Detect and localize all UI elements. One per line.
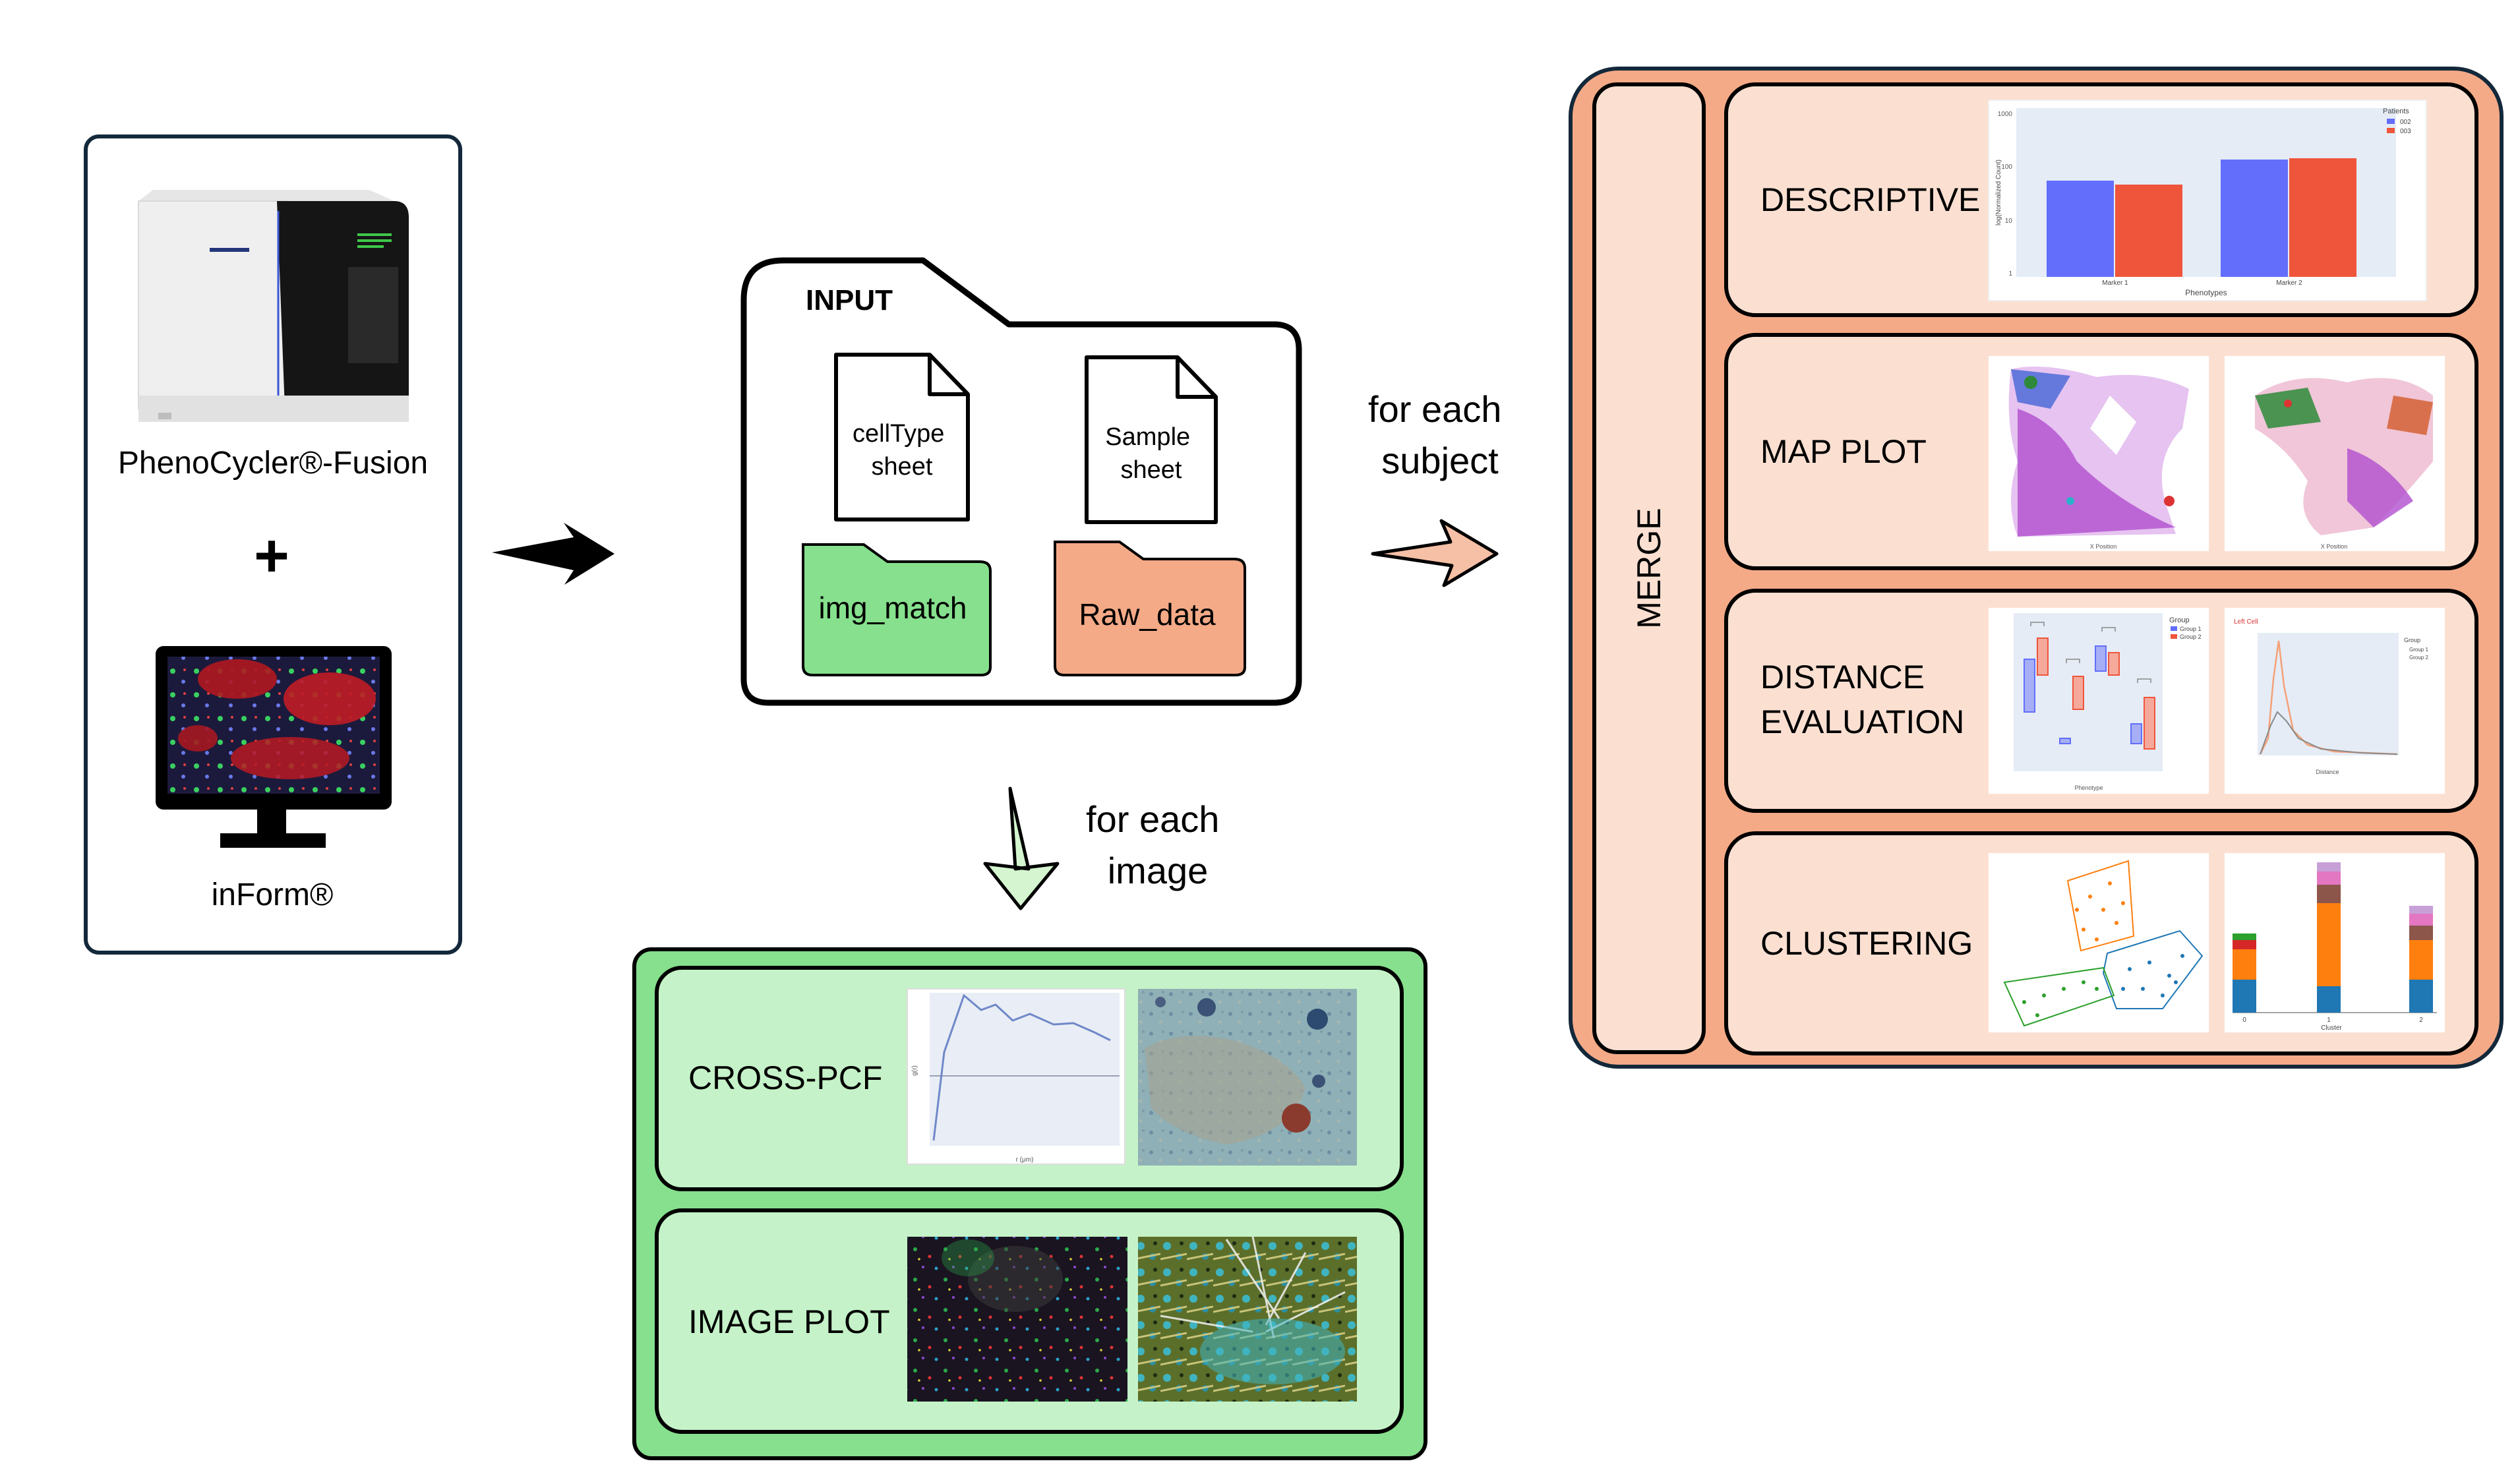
map-xlabel-1: X Position: [2090, 543, 2117, 550]
kde-xlabel: Distance: [2316, 769, 2339, 775]
distance-kde-thumbnail: Left Cell Group Group 1 Group 2 Distance: [2225, 608, 2445, 794]
input-folder-title: INPUT: [806, 284, 893, 316]
kde-legend-group1: Group 1: [2409, 647, 2428, 653]
dist-legend-title: Group: [2169, 616, 2190, 624]
desc-legend-title: Patients: [2383, 107, 2409, 115]
sample-sheet-icon: [1085, 355, 1218, 524]
plus-sign: +: [254, 522, 289, 589]
map-plot-thumbnail-1: X Position: [1989, 356, 2209, 551]
merge-bar: [1592, 82, 1706, 1054]
dist-legend-group2: Group 2: [2180, 634, 2202, 640]
distance-boxplot-thumbnail: Group Group 1 Group 2 Phenotype: [1989, 608, 2209, 794]
input-folder: INPUT cellType sheet Sample sheet img_ma…: [740, 257, 1302, 706]
kde-title: Left Cell: [2234, 618, 2258, 626]
cross-pcf-plot-thumbnail: r (μm) g(r): [907, 988, 1125, 1165]
distance-evaluation-label: DISTANCE EVALUATION: [1760, 659, 1964, 740]
arrow-down-green-icon: [983, 786, 1060, 910]
dist-xlabel: Phenotype: [2074, 784, 2103, 791]
per-subject-panel: MERGE DESCRIPTIVE MAP PLOT DISTANCE EVAL…: [1569, 67, 2504, 1069]
phenocycler-device-icon: [138, 190, 409, 422]
desc-xtick-marker1: Marker 1: [2102, 280, 2128, 287]
desc-ylabel: log(Normalized Count): [1995, 160, 2002, 225]
cluster-xtick-0: 0: [2242, 1017, 2246, 1024]
cell-overlay-thumbnail: [1138, 1236, 1357, 1402]
device-label: PhenoCycler®-Fusion: [118, 446, 428, 481]
cluster-scatter-thumbnail: [1989, 853, 2209, 1032]
map-xlabel-2: X Position: [2321, 543, 2348, 550]
desc-legend-003: 003: [2400, 128, 2411, 135]
bar-marker2-003: [2289, 158, 2356, 277]
instruments-box: PhenoCycler®-Fusion + inForm®: [84, 134, 462, 955]
sample-sheet-label: Sample sheet: [1105, 423, 1197, 484]
bar-marker2-002: [2221, 160, 2288, 277]
desc-xlabel: Phenotypes: [2185, 288, 2227, 297]
cross-pcf-xlabel: r (μm): [1016, 1156, 1034, 1164]
celltype-sheet-icon: [834, 353, 970, 521]
image-plot-label: IMAGE PLOT: [688, 1303, 890, 1340]
raw-data-folder-icon: [1054, 541, 1246, 676]
desc-ytick-1: 1: [2008, 270, 2012, 278]
raw-data-label: Raw_data: [1079, 597, 1216, 632]
cross-pcf-ylabel: g(r): [911, 1065, 918, 1076]
map-plot-label: MAP PLOT: [1760, 433, 1927, 470]
dist-legend-group1: Group 1: [2180, 626, 2202, 632]
map-plot-thumbnail-2: X Position: [2225, 356, 2445, 551]
per-image-panel: CROSS-PCF IMAGE PLOT r (μm) g(r): [632, 947, 1427, 1460]
desc-ytick-10: 10: [2005, 218, 2013, 225]
bar-marker1-003: [2115, 185, 2182, 277]
for-each-subject-label: for each subject: [1368, 388, 1512, 481]
software-label: inForm®: [212, 877, 334, 912]
multiplex-image-thumbnail: [907, 1237, 1127, 1402]
for-each-image-label: for each image: [1086, 798, 1230, 891]
desc-ytick-100: 100: [2001, 163, 2012, 171]
cluster-xlabel: Cluster: [2321, 1024, 2342, 1032]
stained-tissue-thumbnail: [1138, 989, 1357, 1166]
inform-monitor-icon: [156, 646, 392, 848]
cross-pcf-label: CROSS-PCF: [688, 1059, 882, 1096]
arrow-right-orange-icon: [1371, 519, 1499, 587]
desc-ytick-1000: 1000: [1998, 111, 2013, 118]
bar-marker1-002: [2047, 181, 2114, 277]
cluster-xtick-1: 1: [2327, 1017, 2331, 1024]
cluster-stacked-bar-thumbnail: 0 1 2 Cluster: [2225, 853, 2445, 1032]
merge-label: MERGE: [1631, 508, 1667, 628]
celltype-sheet-label: cellType sheet: [853, 420, 951, 481]
kde-legend-title: Group: [2404, 637, 2420, 643]
clustering-label: CLUSTERING: [1760, 925, 1973, 962]
arrow-right-black-icon: [492, 523, 615, 585]
descriptive-label: DESCRIPTIVE: [1760, 181, 1980, 218]
desc-xtick-marker2: Marker 2: [2276, 280, 2302, 287]
img-match-folder-icon: [802, 543, 992, 676]
descriptive-bar-chart-thumbnail: 1000 100 10 1 Marker 1 Marker 2 Phenotyp…: [1988, 100, 2427, 301]
desc-legend-002: 002: [2400, 119, 2411, 126]
cluster-xtick-2: 2: [2419, 1017, 2423, 1024]
img-match-label: img_match: [819, 591, 967, 625]
kde-legend-group2: Group 2: [2409, 655, 2428, 661]
